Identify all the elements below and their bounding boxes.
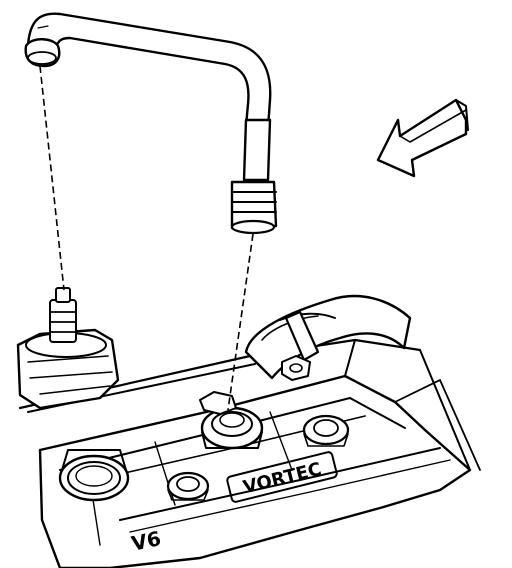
intake-fitting bbox=[16, 287, 120, 410]
front-direction-arrow bbox=[376, 98, 469, 178]
alignment-line bbox=[227, 233, 254, 411]
pcv-grommet bbox=[199, 391, 264, 450]
valve-cover bbox=[18, 338, 481, 568]
pcv-hose bbox=[24, 12, 272, 130]
valve-cover-bolt bbox=[166, 471, 210, 501]
oil-filler-cap bbox=[58, 449, 130, 502]
valve-cover-bolt bbox=[302, 414, 350, 447]
air-intake-duct bbox=[244, 294, 412, 381]
hose-connector bbox=[230, 118, 278, 235]
alignment-line bbox=[39, 65, 65, 291]
v6-label: V6 bbox=[129, 526, 163, 556]
v6-emblem: V6 bbox=[129, 526, 163, 556]
